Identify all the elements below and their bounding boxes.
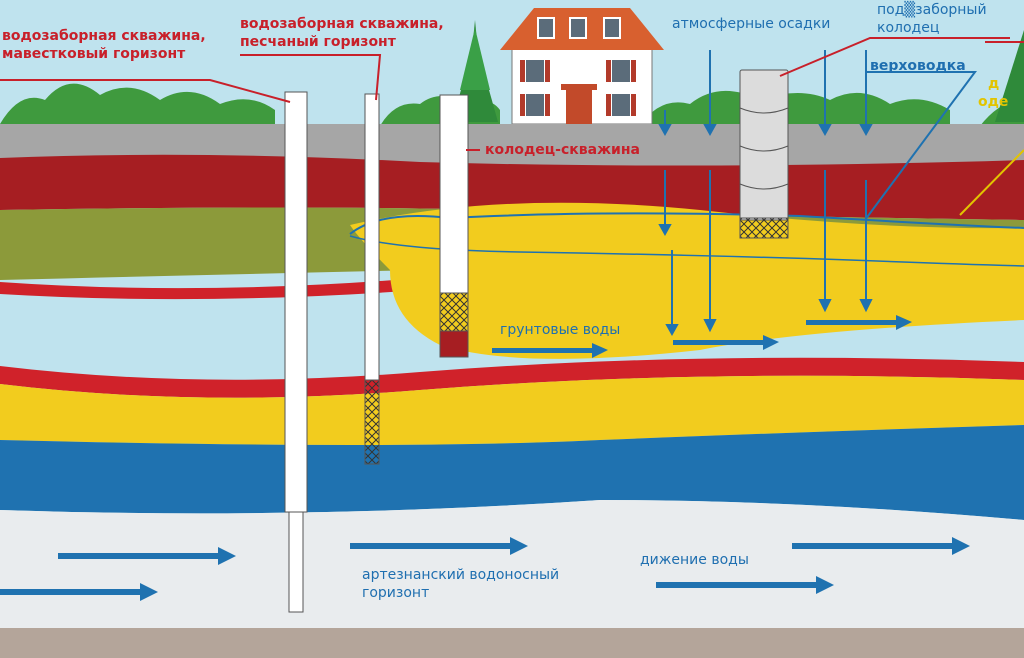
label-shallow-well-1: под▒заборный [877, 2, 987, 18]
label-artesian-2: горизонт [362, 585, 430, 601]
layer-sand [0, 375, 1024, 445]
label-precipitation: атмосферные осадки [672, 16, 831, 32]
shallow-well [739, 69, 789, 239]
label-well-limestone-1: водозаборная скважина, [2, 28, 206, 44]
water-table-line [349, 212, 1024, 235]
layer-aquifer [0, 425, 1024, 520]
label-partial-right-1: д [988, 76, 1000, 92]
label-groundwater: грунтовые воды [500, 322, 621, 338]
label-partial-right-2: оде [978, 94, 1009, 110]
label-water-movement: дижение воды [640, 552, 749, 568]
layer-clay-lower [0, 357, 1024, 398]
leader-lines [0, 37, 1024, 221]
label-artesian-1: артезнанский водоносный [362, 567, 560, 583]
label-perched-water: верховодка [870, 58, 966, 74]
label-well-sand-1: водозаборная скважина, [240, 16, 444, 32]
strata [0, 124, 1024, 658]
layer-groundwater-sand [350, 202, 1024, 359]
precipitation-arrows [658, 50, 873, 337]
house [500, 8, 664, 125]
label-well-sand-2: песчаный горизонт [240, 34, 396, 50]
layer-bedrock [0, 628, 1024, 658]
label-well-shaft: колодец-скважина [485, 142, 640, 158]
well-shaft [439, 94, 469, 358]
flow-arrows [0, 315, 970, 601]
well-sand [364, 93, 380, 465]
water-table-line-2 [349, 235, 1024, 267]
layer-artesian [0, 500, 1024, 630]
label-well-limestone-2: мавестковый горизонт [2, 46, 186, 62]
label-shallow-well-2: колодец [877, 20, 940, 36]
well-limestone [284, 91, 308, 613]
